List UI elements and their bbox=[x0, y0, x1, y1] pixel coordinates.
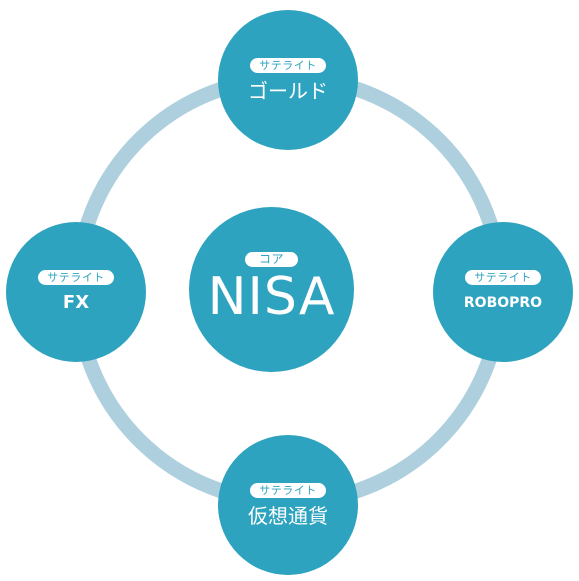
satellite-label: 仮想通貨 bbox=[248, 503, 328, 528]
satellite-node-fx: サテライト FX bbox=[6, 222, 146, 362]
satellite-node-robopro: サテライト ROBOPRO bbox=[433, 222, 573, 362]
satellite-tag: サテライト bbox=[38, 269, 114, 285]
satellite-tag: サテライト bbox=[465, 269, 541, 285]
satellite-tag: サテライト bbox=[250, 482, 326, 498]
core-tag: コア bbox=[244, 252, 298, 267]
satellite-label: ゴールド bbox=[248, 78, 328, 103]
satellite-node-gold: サテライト ゴールド bbox=[218, 10, 358, 150]
core-node-nisa: コア NISA bbox=[189, 207, 354, 372]
satellite-label: FX bbox=[62, 291, 90, 313]
satellite-label: ROBOPRO bbox=[463, 294, 543, 311]
satellite-node-crypto: サテライト 仮想通貨 bbox=[218, 435, 358, 575]
satellite-tag: サテライト bbox=[250, 57, 326, 73]
core-label: NISA bbox=[207, 267, 336, 327]
